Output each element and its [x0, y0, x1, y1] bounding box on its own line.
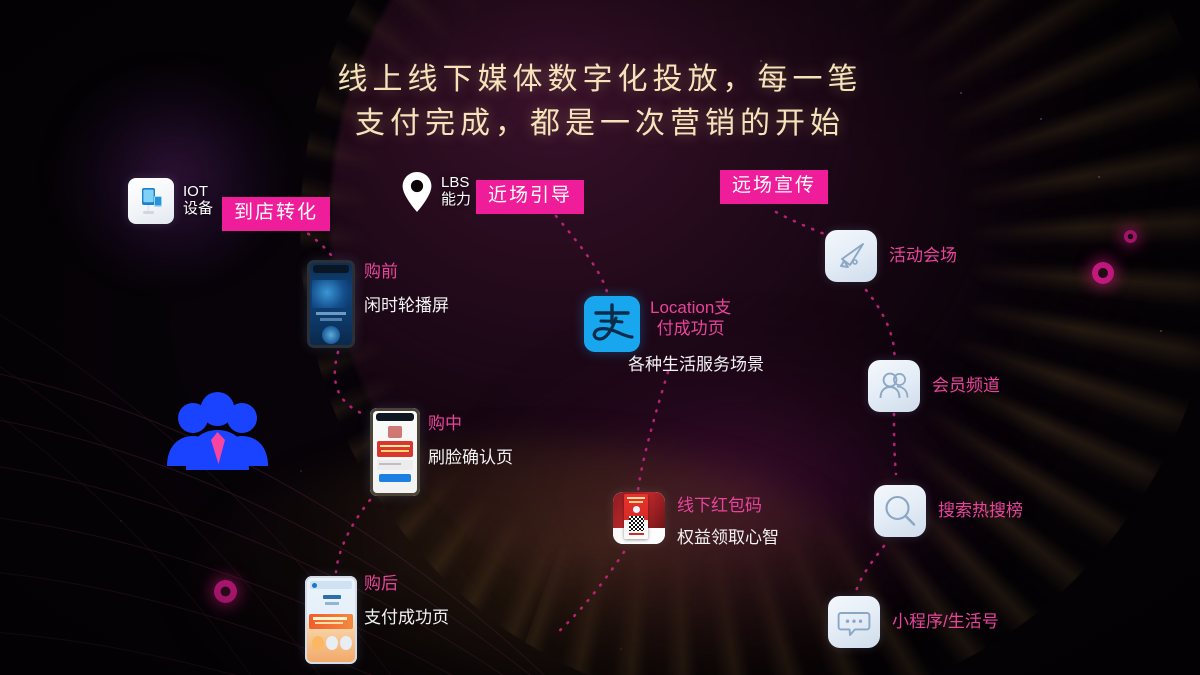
channel-search-label: 搜索热搜榜	[938, 500, 1023, 520]
offline-redpacket-stage: 线下红包码	[677, 496, 762, 515]
badge-daodian-label: 到店转化	[222, 197, 331, 231]
journey-node-pre-purchase[interactable]: 购前 闲时轮播屏	[364, 262, 449, 316]
badge-daodian[interactable]: 到店转化	[222, 197, 331, 231]
alipay-location-desc: 各种生活服务场景	[628, 355, 764, 374]
badge-jinchang-label: 近场引导	[476, 180, 585, 214]
capability-iot-label: IOT 设备	[183, 183, 214, 217]
channel-member-label: 会员频道	[932, 375, 1000, 395]
post-purchase-desc: 支付成功页	[364, 607, 449, 627]
phone-payment-success-screen	[305, 576, 357, 664]
red-packet-qr-icon	[613, 492, 665, 544]
post-purchase-stage: 购后	[364, 574, 398, 593]
page-title: 线上线下媒体数字化投放，每一笔 支付完成，都是一次营销的开始	[337, 63, 863, 140]
badge-yuanchang-label: 远场宣传	[720, 170, 829, 204]
channel-campaign-venue-label: 活动会场	[889, 245, 957, 265]
people-group-icon	[165, 392, 270, 475]
badge-jinchang[interactable]: 近场引导	[476, 180, 585, 214]
journey-node-post-purchase[interactable]: 购后 支付成功页	[364, 574, 449, 628]
channel-campaign-venue[interactable]: 活动会场	[825, 230, 957, 282]
location-pin-icon	[400, 170, 434, 214]
capability-iot[interactable]: IOT 设备	[128, 178, 213, 224]
pre-purchase-desc: 闲时轮播屏	[364, 295, 449, 315]
alipay-logo-icon	[584, 296, 640, 352]
phone-kiosk-idle-screen	[307, 260, 355, 348]
in-purchase-stage: 购中	[428, 414, 462, 433]
journey-node-offline-redpacket[interactable]: 线下红包码 权益领取心智	[677, 496, 779, 548]
channel-miniapp-label: 小程序/生活号	[892, 611, 999, 631]
iot-kiosk-icon	[128, 178, 174, 224]
channel-search[interactable]: 搜索热搜榜	[874, 485, 1023, 537]
channel-member[interactable]: 会员频道	[868, 360, 1000, 412]
capability-lbs-label: LBS 能力	[441, 174, 472, 208]
journey-node-in-purchase[interactable]: 购中 刷脸确认页	[428, 414, 513, 468]
megaphone-icon	[825, 230, 877, 282]
members-icon	[868, 360, 920, 412]
offline-redpacket-desc: 权益领取心智	[677, 527, 779, 547]
chat-bubble-icon	[828, 596, 880, 648]
alipay-location-stage: Location支 付成功页	[650, 298, 732, 338]
pre-purchase-stage: 购前	[364, 262, 398, 281]
phone-face-confirm-screen	[370, 408, 420, 496]
capability-lbs[interactable]: LBS 能力	[400, 170, 471, 214]
badge-yuanchang[interactable]: 远场宣传	[720, 170, 829, 204]
journey-node-alipay-location[interactable]: Location支 付成功页	[650, 298, 731, 339]
search-icon	[874, 485, 926, 537]
channel-miniapp[interactable]: 小程序/生活号	[828, 596, 999, 648]
in-purchase-desc: 刷脸确认页	[428, 447, 513, 467]
